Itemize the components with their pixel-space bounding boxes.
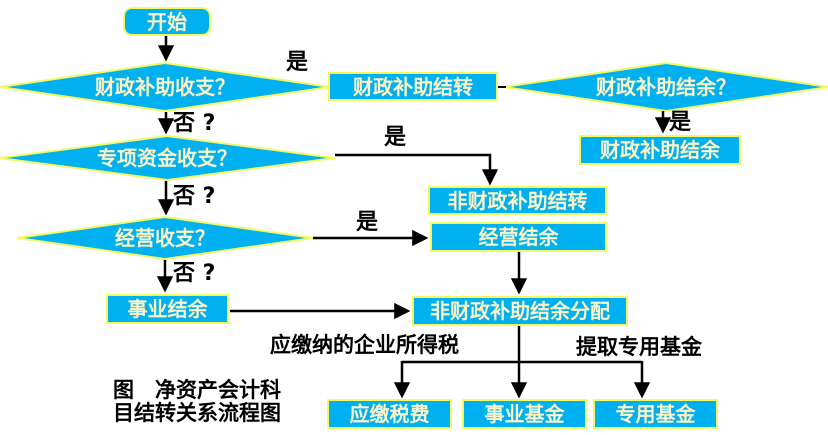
- box-financial-subsidy-balance: 财政补助结余: [579, 135, 741, 165]
- edge-label-withdraw-special-fund: 提取专用基金: [576, 335, 702, 359]
- box-taxes-payable: 应缴税费: [327, 399, 452, 429]
- edge-label-yes-d1: 是: [286, 50, 309, 75]
- box-operating-balance: 经营结余: [430, 222, 607, 252]
- edge-label-no-d3: 否 ?: [173, 184, 216, 209]
- edge-label-yes-d4: 是: [356, 210, 379, 235]
- box-non-financial-subsidy-balance-distribution: 非财政补助结余分配: [412, 296, 628, 326]
- decision-financial-subsidy-income-label: 财政补助收支？: [95, 75, 235, 99]
- edge-label-no-d1: 否 ?: [173, 111, 216, 136]
- decision-special-fund-income-shape: [0, 134, 336, 182]
- decision-operating-income-label: 经营收支？: [115, 226, 215, 250]
- box-business-balance: 事业结余: [106, 294, 229, 324]
- connector-d3-to-b3: [335, 153, 499, 186]
- start-node: 开始: [123, 7, 211, 36]
- figure-caption: 图 净资产会计科 目结转关系流程图: [113, 378, 281, 425]
- box-non-financial-subsidy-carryover: 非财政补助结转: [428, 186, 607, 215]
- edge-label-yes-d2: 是: [669, 110, 692, 135]
- box-special-fund: 专用基金: [593, 399, 718, 429]
- edge-label-yes-d3: 是: [384, 125, 407, 150]
- edge-label-no-d4: 否 ?: [173, 261, 216, 286]
- edge-label-corporate-income-tax: 应缴纳的企业所得税: [270, 333, 459, 357]
- decision-financial-subsidy-balance-shape: [503, 61, 828, 113]
- decision-special-fund-income-label: 专项资金收支？: [97, 146, 237, 170]
- decision-financial-subsidy-balance-label: 财政补助结余？: [596, 75, 736, 99]
- box-financial-subsidy-carryover: 财政补助结转: [328, 72, 498, 101]
- box-business-fund: 事业基金: [462, 399, 587, 429]
